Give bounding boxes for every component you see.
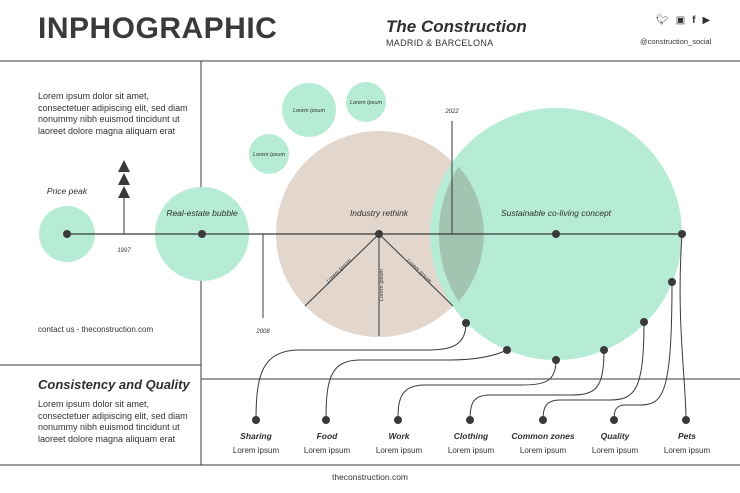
year-label-2008: 2008 [255, 329, 270, 335]
quality-text: Lorem ipsum dolor sit amet, consectetuer… [38, 399, 188, 444]
category-text: Lorem ipsum [591, 446, 639, 455]
small-bubble-label-2: Lorem Ipsum [350, 100, 383, 106]
connector-food [325, 349, 508, 421]
twitter-icon[interactable]: 🐦︎ [656, 15, 669, 26]
event-label-coliving: Sustainable co-living concept [501, 208, 612, 218]
social-handle[interactable]: @construction_social [640, 37, 712, 46]
category-text: Lorem ipsum [663, 446, 711, 455]
category-sharing: Sharing Lorem ipsum [216, 431, 296, 455]
category-quality: Quality Lorem ipsum [575, 431, 655, 455]
connector-common-zones [542, 321, 645, 421]
connector-pets [679, 233, 687, 421]
category-connectors [255, 233, 687, 421]
category-pets: Pets Lorem ipsum [647, 431, 727, 455]
ray-left [304, 233, 380, 307]
page-title: The Construction [386, 17, 527, 36]
category-title: Pets [678, 431, 696, 441]
category-title: Work [388, 431, 410, 441]
small-bubble-label-3: Lorem Ipsum [253, 152, 286, 158]
category-title: Quality [600, 431, 630, 441]
year-label-2022: 2022 [444, 109, 459, 115]
event-label-rethink: Industry rethink [350, 208, 409, 218]
category-text: Lorem ipsum [447, 446, 495, 455]
category-text: Lorem ipsum [303, 446, 351, 455]
category-text: Lorem ipsum [232, 446, 280, 455]
triangle-marker-2 [118, 173, 130, 185]
ray-label-center: Lorem Ipsum [379, 269, 385, 302]
small-bubble-3 [249, 134, 289, 174]
facebook-icon[interactable]: f [692, 15, 696, 26]
triangle-marker-1 [118, 160, 130, 172]
instagram-icon[interactable]: ▣ [675, 15, 686, 26]
event-label-bubble: Real-estate bubble [166, 208, 238, 218]
year-label-1997: 1997 [117, 248, 131, 254]
triangle-marker-3 [118, 186, 130, 198]
ray-right [378, 233, 454, 307]
small-bubble-1 [282, 83, 336, 137]
category-title: Clothing [453, 431, 489, 441]
quality-heading: Consistency and Quality [38, 377, 190, 392]
small-bubble-2 [346, 82, 386, 122]
page-subtitle: MADRID & BARCELONA [386, 38, 494, 48]
category-title: Sharing [240, 431, 272, 441]
connector-quality [613, 281, 673, 421]
timeline-dots [63, 230, 690, 424]
footer-url[interactable]: theconstruction.com [331, 472, 409, 482]
social-icons: 🐦︎ ▣ f ▶ [656, 15, 710, 26]
contact-link[interactable]: contact us - theconstruction.com [38, 325, 154, 334]
youtube-icon[interactable]: ▶ [702, 15, 711, 26]
event-label-price-peak: Price peak [47, 186, 88, 196]
category-food: Food Lorem ipsum [287, 431, 367, 455]
category-work: Work Lorem ipsum [359, 431, 439, 455]
connector-clothing [469, 349, 605, 421]
category-text: Lorem ipsum [375, 446, 423, 455]
category-text: Lorem ipsum [519, 446, 567, 455]
small-bubble-label-1: Lorem Ipsum [293, 108, 326, 114]
brand-logo: INPHOGRAPHIC [38, 12, 278, 45]
category-common-zones: Common zones Lorem ipsum [503, 431, 583, 455]
category-clothing: Clothing Lorem ipsum [431, 431, 511, 455]
connector-work [397, 359, 557, 421]
category-title: Food [316, 431, 338, 441]
connector-sharing [255, 322, 467, 421]
category-title: Common zones [511, 431, 575, 441]
intro-text: Lorem ipsum dolor sit amet, consectetuer… [38, 91, 188, 136]
